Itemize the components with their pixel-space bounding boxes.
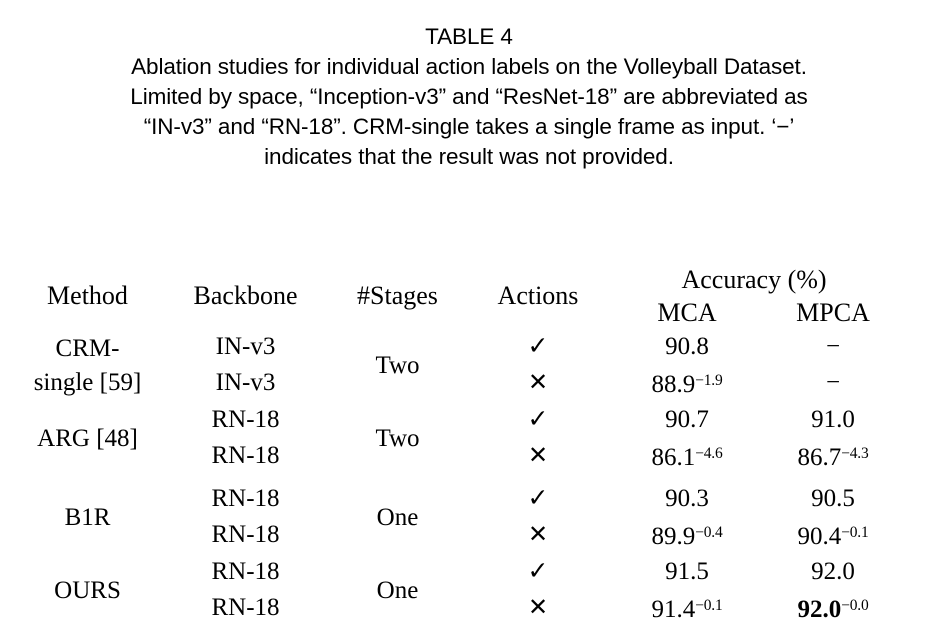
cell-mpca: 92.0−0.0 — [754, 589, 900, 618]
cell-mca: 89.9−0.4 — [608, 516, 754, 554]
mpca-delta: −4.3 — [841, 445, 869, 463]
mca-value: 88.9 — [651, 371, 696, 399]
method-line-1: CRM- — [55, 334, 120, 362]
cell-mca: 88.9−1.9 — [608, 364, 754, 402]
cell-method-b1r: B1R — [11, 481, 164, 554]
cell-actions-check: ✓ — [527, 405, 549, 433]
mca-delta: −0.4 — [695, 524, 723, 542]
cell-actions-check: ✓ — [527, 332, 549, 360]
cell-method-crm: CRM- single [59] — [11, 329, 164, 402]
mca-delta: −0.1 — [695, 597, 723, 615]
table-row: B1R RN-18 One ✓ 90.3 90.5 — [11, 481, 900, 531]
method-line-2: single [59] — [33, 368, 142, 396]
cell-mca: 91.5 — [665, 557, 709, 585]
cell-mpca: − — [825, 369, 841, 397]
mpca-value: 92.0 — [797, 596, 842, 618]
caption-line-3: “IN-v3” and “RN-18”. CRM-single takes a … — [143, 114, 795, 139]
ablation-table: Method Backbone #Stages Actions Accuracy… — [11, 263, 900, 618]
cell-actions-cross: ✕ — [527, 370, 549, 397]
cell-mpca: 91.0 — [811, 405, 855, 433]
cell-method-ours: OURS — [11, 554, 164, 618]
table-row: CRM- single [59] IN-v3 Two ✓ 90.8 − — [11, 329, 900, 396]
mca-value: 86.1 — [651, 444, 696, 472]
cell-backbone: RN-18 — [211, 442, 280, 470]
caption-line-2: Limited by space, “Inception-v3” and “Re… — [130, 84, 808, 109]
header-mpca: MPCA — [796, 297, 870, 327]
cell-mpca: 86.7−4.3 — [754, 437, 900, 475]
table-row: RN-18 ✕ 91.4−0.1 92.0−0.0 — [11, 589, 900, 618]
caption-line-title: TABLE 4 — [425, 24, 513, 49]
header-accuracy-group: Accuracy (%) — [681, 264, 827, 294]
mca-delta: −1.9 — [695, 372, 723, 389]
mpca-value: 86.7 — [797, 444, 842, 472]
cell-actions-check: ✓ — [527, 557, 549, 585]
cell-mca: 91.4−0.1 — [608, 589, 754, 618]
mca-value: 91.4 — [651, 596, 696, 618]
cell-backbone: RN-18 — [211, 594, 280, 618]
mpca-value: 90.4 — [797, 523, 842, 551]
cell-mca: 90.3 — [665, 484, 709, 512]
table-block-one: Method Backbone #Stages Actions Accuracy… — [11, 263, 900, 475]
header-actions: Actions — [497, 281, 579, 310]
mpca-delta: −0.1 — [841, 524, 869, 542]
method-line-1: OURS — [54, 576, 121, 604]
cell-mpca: 92.0 — [811, 557, 855, 585]
cell-backbone: RN-18 — [211, 484, 280, 512]
cell-mca: 90.7 — [665, 405, 709, 433]
method-line-1: B1R — [64, 503, 111, 531]
cell-actions-cross: ✕ — [527, 595, 549, 618]
table-row: OURS RN-18 One ✓ 91.5 92.0 — [11, 554, 900, 604]
cell-actions-cross: ✕ — [527, 522, 549, 549]
table-row: RN-18 ✕ 89.9−0.4 90.4−0.1 — [11, 516, 900, 554]
cell-stages: Two — [375, 351, 420, 379]
cell-mca: 90.8 — [665, 332, 709, 360]
cell-mpca: 90.4−0.1 — [754, 516, 900, 554]
cell-backbone: IN-v3 — [215, 332, 276, 360]
table-row: IN-v3 ✕ 88.9−1.9 − — [11, 364, 900, 402]
caption-line-4: indicates that the result was not provid… — [264, 144, 674, 169]
cell-stages: One — [376, 576, 419, 604]
cell-actions-check: ✓ — [527, 484, 549, 512]
cell-stages: One — [376, 503, 419, 531]
header-mca: MCA — [657, 297, 717, 327]
table-header-row-sub: MCA MPCA — [11, 296, 900, 329]
table-block-two: B1R RN-18 One ✓ 90.3 90.5 RN-18 ✕ 89.9−0… — [11, 481, 900, 618]
table-caption: TABLE 4 Ablation studies for individual … — [0, 22, 938, 172]
cell-backbone: RN-18 — [211, 521, 280, 549]
cell-mpca: 90.5 — [811, 484, 855, 512]
cell-backbone: RN-18 — [211, 405, 280, 433]
cell-mpca: − — [825, 332, 841, 360]
cell-backbone: IN-v3 — [215, 369, 276, 397]
header-method: Method — [47, 281, 128, 310]
method-line-1: ARG [48] — [37, 424, 138, 452]
mca-delta: −4.6 — [695, 445, 723, 463]
table-row: RN-18 ✕ 86.1−4.6 86.7−4.3 — [11, 437, 900, 475]
mpca-delta: −0.0 — [841, 597, 869, 615]
mca-value: 89.9 — [651, 523, 696, 551]
cell-actions-cross: ✕ — [527, 443, 549, 470]
header-backbone: Backbone — [193, 281, 298, 310]
cell-mca: 86.1−4.6 — [608, 437, 754, 475]
table-header-row-top: Method Backbone #Stages Actions Accuracy… — [11, 263, 900, 311]
table-row: ARG [48] RN-18 Two ✓ 90.7 91.0 — [11, 402, 900, 452]
cell-backbone: RN-18 — [211, 557, 280, 585]
caption-line-1: Ablation studies for individual action l… — [131, 54, 807, 79]
cell-stages: Two — [375, 424, 420, 452]
cell-method-arg: ARG [48] — [11, 402, 164, 475]
header-stages: #Stages — [357, 281, 438, 310]
